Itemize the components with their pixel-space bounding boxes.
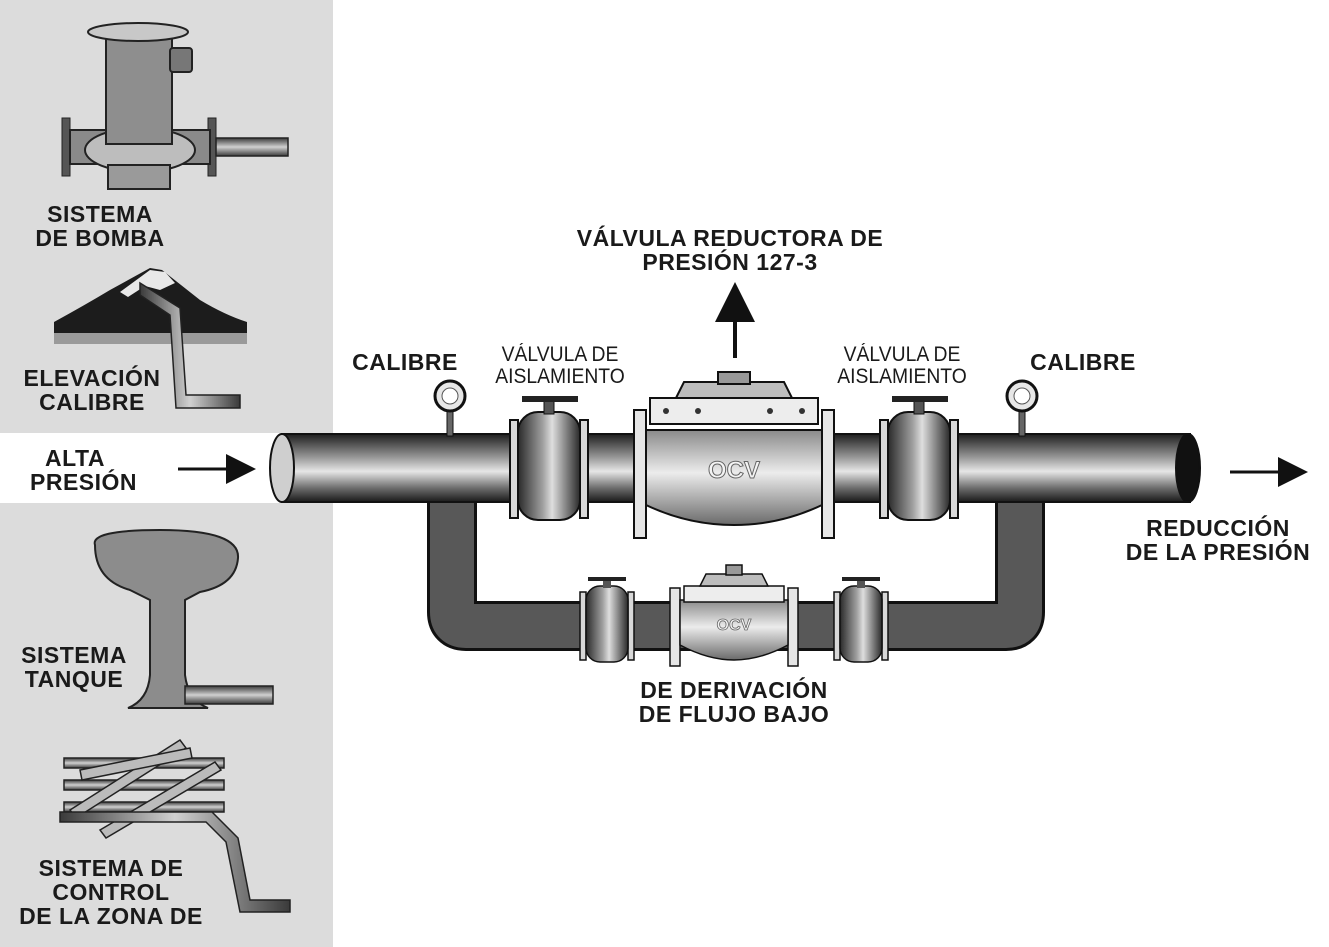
isolation-valve-left — [509, 396, 589, 521]
pump-system-label: SISTEMA DE BOMBA — [20, 202, 180, 250]
gauge-right-text: CALIBRE — [1030, 349, 1136, 375]
bypass-line-2: DE FLUJO BAJO — [638, 701, 830, 728]
outlet-line-1: REDUCCIÓN — [1146, 515, 1290, 541]
elevation-label: ELEVACIÓN CALIBRE — [2, 366, 182, 414]
gauge-left-label: CALIBRE — [340, 350, 470, 374]
main-valve-line-1: VÁLVULA REDUCTORA DE — [576, 225, 884, 251]
pipe-network-icon — [59, 738, 291, 913]
tank-system-line-1: SISTEMA — [21, 642, 127, 668]
bypass-label: DE DERIVACIÓN DE FLUJO BAJO — [614, 678, 854, 726]
isolation-right-label: VÁLVULA DE AISLAMIENTO — [828, 343, 975, 389]
isolation-valve-right — [879, 396, 959, 521]
outlet-line-2: DE LA PRESIÓN — [1125, 539, 1311, 566]
gauge-right-icon — [1005, 379, 1039, 437]
inlet-line-1: ALTA — [45, 445, 105, 471]
isolation-left-line-1: VÁLVULA DE — [501, 343, 619, 366]
zone-control-line-2: CONTROL — [52, 879, 170, 906]
gauge-left-text: CALIBRE — [352, 349, 458, 375]
elevation-line-2: CALIBRE — [39, 389, 145, 416]
isolation-right-line-2: AISLAMIENTO — [837, 365, 967, 389]
tank-icon — [93, 528, 274, 709]
zone-control-line-3: DE LA ZONA DE — [19, 903, 203, 930]
zone-control-line-1: SISTEMA DE — [38, 855, 184, 881]
isolation-right-line-1: VÁLVULA DE — [843, 343, 961, 366]
main-valve-label: VÁLVULA REDUCTORA DE PRESIÓN 127-3 — [540, 226, 920, 274]
bypass-reducing-valve: OCV — [669, 564, 799, 667]
pump-system-line-1: SISTEMA — [47, 201, 153, 227]
main-valve-badge: OCV — [708, 457, 760, 484]
inlet-line-2: PRESIÓN — [30, 469, 138, 496]
pump-system-line-2: DE BOMBA — [35, 225, 165, 252]
gauge-right-label: CALIBRE — [1018, 350, 1148, 374]
bypass-line-1: DE DERIVACIÓN — [640, 677, 828, 703]
isolation-left-label: VÁLVULA DE AISLAMIENTO — [486, 343, 633, 389]
elevation-line-1: ELEVACIÓN — [23, 365, 161, 391]
main-reducing-valve: OCV — [633, 371, 835, 539]
tank-system-line-2: TANQUE — [24, 666, 124, 693]
main-valve-line-2: PRESIÓN 127-3 — [642, 249, 818, 276]
bypass-valve-badge: OCV — [717, 617, 752, 634]
isolation-left-line-2: AISLAMIENTO — [495, 365, 625, 389]
gauge-left-icon — [433, 379, 467, 437]
bypass-valve-left — [579, 577, 635, 663]
tank-system-label: SISTEMA TANQUE — [0, 643, 148, 691]
mountain-icon — [54, 268, 247, 409]
bypass-valve-right — [833, 577, 889, 663]
outlet-label: REDUCCIÓN DE LA PRESIÓN — [1110, 516, 1326, 564]
pump-icon — [61, 22, 289, 190]
zone-control-label: SISTEMA DE CONTROL DE LA ZONA DE — [6, 855, 216, 930]
inlet-label: ALTA PRESIÓN — [30, 445, 138, 496]
